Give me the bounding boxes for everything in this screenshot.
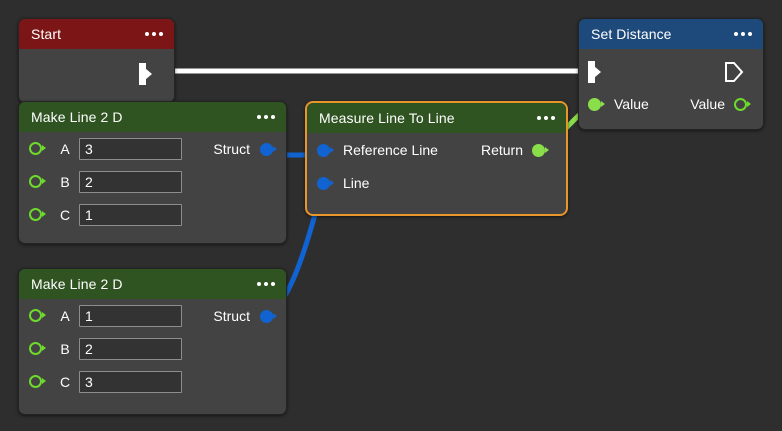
node-start-title: Start [31, 26, 62, 42]
arg-c-input-pin[interactable] [29, 207, 46, 222]
arg-b-value-input[interactable] [79, 337, 182, 360]
node-start-header[interactable]: Start [19, 19, 174, 49]
value-output-pin[interactable] [734, 97, 751, 112]
pin-row-struct-output[interactable]: Struct [213, 308, 277, 324]
node-set-distance[interactable]: Set Distance Value Value [578, 18, 764, 130]
pin-row-struct-output[interactable]: Struct [213, 141, 277, 157]
node-make-line-2d-bottom-header[interactable]: Make Line 2 D [19, 269, 286, 299]
pin-row-line[interactable]: Line [317, 175, 369, 191]
struct-output-pin[interactable] [260, 142, 277, 157]
exec-out-arrow-icon[interactable] [139, 63, 152, 85]
pin-row-return[interactable]: Return [481, 142, 549, 158]
arg-a-input-pin[interactable] [29, 308, 46, 323]
pin-row-value-input[interactable]: Value [588, 96, 649, 112]
pin-row-value-output[interactable]: Value [690, 96, 751, 112]
node-make-line-2d-top-title: Make Line 2 D [31, 109, 123, 125]
arg-a-input-pin[interactable] [29, 141, 46, 156]
ellipsis-icon[interactable] [145, 32, 163, 36]
exec-in-arrow-icon[interactable] [588, 61, 601, 83]
arg-b-label: B [60, 173, 70, 190]
arg-a-label: A [60, 140, 70, 157]
exec-out-arrow-icon[interactable] [723, 61, 745, 83]
pin-row-reference-line[interactable]: Reference Line [317, 142, 438, 158]
ellipsis-icon[interactable] [537, 116, 555, 120]
node-set-distance-header[interactable]: Set Distance [579, 19, 763, 49]
node-set-distance-title: Set Distance [591, 26, 672, 42]
arg-row-c[interactable]: C [19, 198, 286, 231]
value-input-pin[interactable] [588, 97, 605, 112]
node-set-distance-body: Value Value [579, 49, 763, 127]
arg-row-c[interactable]: C [19, 365, 286, 398]
arg-row-b[interactable]: B [19, 332, 286, 365]
node-make-line-2d-bottom[interactable]: Make Line 2 D A B C [18, 268, 287, 415]
node-make-line-2d-bottom-title: Make Line 2 D [31, 276, 123, 292]
node-measure-line-to-line[interactable]: Measure Line To Line Reference Line Line… [305, 101, 568, 216]
node-start[interactable]: Start [18, 18, 175, 103]
node-measure-line-to-line-body: Reference Line Line Return [307, 133, 566, 210]
arg-b-label: B [60, 340, 70, 357]
arg-row-a[interactable]: A [19, 132, 286, 165]
node-make-line-2d-top[interactable]: Make Line 2 D A B C [18, 101, 287, 244]
reference-line-input-pin[interactable] [317, 143, 334, 158]
struct-output-pin[interactable] [260, 309, 277, 324]
arg-c-label: C [59, 373, 71, 390]
return-output-label: Return [480, 142, 523, 158]
arg-b-value-input[interactable] [79, 170, 182, 193]
struct-output-label: Struct [213, 308, 250, 324]
struct-output-label: Struct [213, 141, 250, 157]
ellipsis-icon[interactable] [257, 282, 275, 286]
arg-b-input-pin[interactable] [29, 174, 46, 189]
node-make-line-2d-top-header[interactable]: Make Line 2 D [19, 102, 286, 132]
arg-row-a[interactable]: A [19, 299, 286, 332]
ellipsis-icon[interactable] [257, 115, 275, 119]
arg-a-label: A [60, 307, 70, 324]
arg-c-input-pin[interactable] [29, 374, 46, 389]
arg-a-value-input[interactable] [79, 137, 182, 160]
node-start-body [19, 49, 174, 100]
node-make-line-2d-bottom-body: A B C Struct [19, 299, 286, 412]
arg-row-b[interactable]: B [19, 165, 286, 198]
arg-c-value-input[interactable] [79, 203, 182, 226]
return-output-pin[interactable] [532, 143, 549, 158]
arg-c-value-input[interactable] [79, 370, 182, 393]
node-measure-line-to-line-header[interactable]: Measure Line To Line [307, 103, 566, 133]
arg-c-label: C [59, 206, 71, 223]
node-make-line-2d-top-body: A B C Struct [19, 132, 286, 241]
arg-a-value-input[interactable] [79, 304, 182, 327]
reference-line-label: Reference Line [343, 142, 438, 158]
value-input-label: Value [614, 96, 649, 112]
arg-b-input-pin[interactable] [29, 341, 46, 356]
ellipsis-icon[interactable] [734, 32, 752, 36]
line-input-pin[interactable] [317, 176, 334, 191]
value-output-label: Value [690, 96, 725, 112]
node-measure-line-to-line-title: Measure Line To Line [319, 110, 455, 126]
line-label: Line [343, 175, 370, 191]
